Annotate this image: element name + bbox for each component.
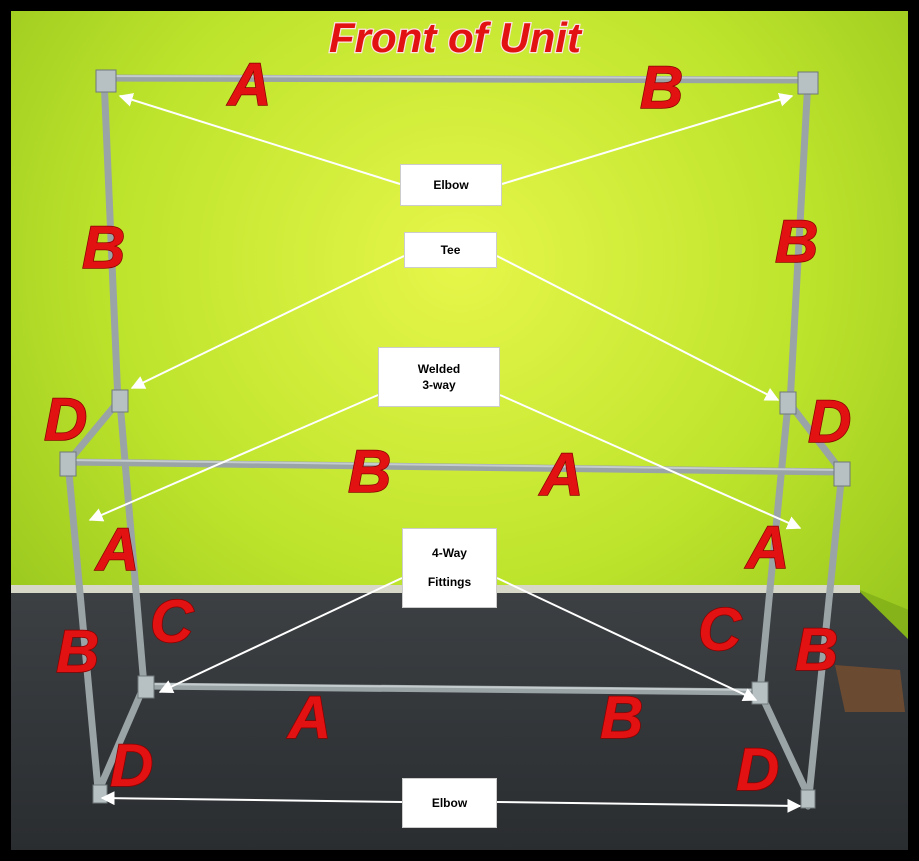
part-letter-d-left: D — [44, 386, 87, 453]
callout-4way-fittings: 4-Way Fittings — [402, 528, 497, 608]
callout-elbow-top-text: Elbow — [433, 177, 469, 192]
part-letter-b-top-right: B — [640, 54, 683, 121]
callout-4way-line2: Fittings — [427, 575, 472, 589]
part-letter-b-upper-left: B — [82, 214, 125, 281]
callout-welded-3way: Welded 3-way — [378, 347, 500, 407]
fitting-top-left — [95, 69, 117, 93]
part-letter-d-foot-left: D — [110, 732, 153, 799]
part-letter-b-bottom-right: B — [795, 616, 838, 683]
fitting-tee-left — [111, 389, 129, 413]
fitting-top-right — [797, 71, 819, 95]
part-letter-b-middle: B — [348, 438, 391, 505]
part-letter-b-bottom-left: B — [56, 618, 99, 685]
part-letter-a-lower-left: A — [94, 516, 139, 583]
callout-elbow-bottom: Elbow — [402, 778, 497, 828]
callout-tee-text: Tee — [440, 242, 461, 257]
part-letter-c-bottom-right: C — [698, 596, 743, 663]
callout-tee: Tee — [404, 232, 497, 268]
fitting-elbow-right — [800, 789, 816, 809]
pipe-frame — [61, 74, 846, 810]
fitting-elbow-left — [92, 784, 108, 804]
part-letter-d-right: D — [808, 388, 851, 455]
page-title: Front of Unit — [329, 14, 583, 61]
fitting-3way-right — [833, 461, 851, 487]
callout-4way-line1: 4-Way — [432, 546, 467, 561]
part-letter-a-bottom: A — [286, 684, 331, 751]
callout-welded-line1: Welded — [417, 361, 461, 376]
floor-vent — [835, 665, 905, 712]
part-letter-a-lower-right: A — [744, 514, 789, 581]
part-letter-b-upper-right: B — [775, 208, 818, 275]
callout-arrows — [88, 92, 802, 813]
fitting-4way-left — [137, 675, 155, 699]
callout-welded-line2: 3-way — [422, 378, 456, 392]
fitting-tee-right — [779, 391, 797, 415]
callout-elbow-bottom-text: Elbow — [431, 795, 468, 810]
fitting-4way-right — [751, 681, 769, 705]
part-letter-c-bottom-left: C — [150, 588, 195, 655]
fitting-3way-left — [59, 451, 77, 477]
callout-elbow-top: Elbow — [400, 164, 502, 206]
part-letter-d-foot-right: D — [736, 736, 779, 803]
part-letter-b-bottom: B — [600, 684, 643, 751]
part-letter-a-top-left: A — [226, 51, 271, 118]
part-letter-a-middle: A — [538, 441, 583, 508]
